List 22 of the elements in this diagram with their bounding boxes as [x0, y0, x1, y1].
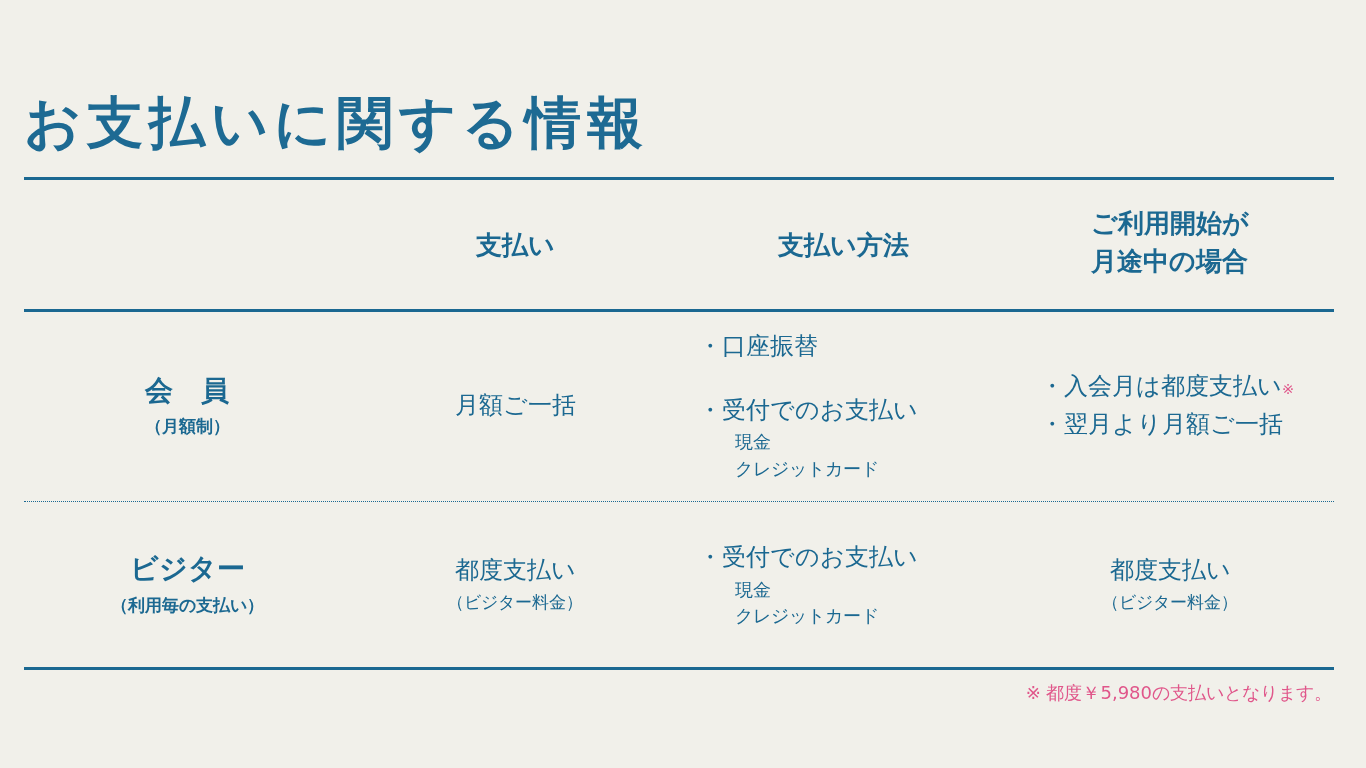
- table-cell: 都度支払い: [454, 555, 576, 585]
- page-title: お支払いに関する情報: [24, 89, 649, 157]
- table-cell: クレジットカード: [735, 457, 879, 481]
- row-header-note: （利用毎の支払い）: [110, 595, 264, 617]
- table-cell: ・受付でのお支払い: [698, 395, 918, 425]
- table-cell: クレジットカード: [735, 604, 879, 628]
- table-cell: 現金: [735, 430, 771, 454]
- table-cell: （ビジター料金）: [1102, 592, 1238, 614]
- table-cell: ・口座振替: [698, 331, 818, 361]
- table-cell: ・受付でのお支払い: [698, 542, 918, 572]
- table-cell: 月額ご一括: [454, 390, 576, 420]
- table-cell: 現金: [735, 578, 771, 602]
- table-cell: 都度支払い: [1109, 555, 1231, 585]
- footnote: ※ 都度￥5,980の支払いとなります。: [1025, 681, 1332, 705]
- table-cell: ・翌月より月額ご一括: [1040, 409, 1283, 439]
- table-cell: （ビジター料金）: [447, 592, 583, 614]
- row-header: 会 員: [145, 372, 229, 408]
- column-header: 支払い方法: [777, 228, 909, 262]
- column-header: ご利用開始が月途中の場合: [1090, 207, 1250, 278]
- column-header: 支払い: [475, 228, 555, 262]
- row-header: ビジター: [129, 550, 245, 586]
- row-header-note: （月額制）: [144, 416, 230, 438]
